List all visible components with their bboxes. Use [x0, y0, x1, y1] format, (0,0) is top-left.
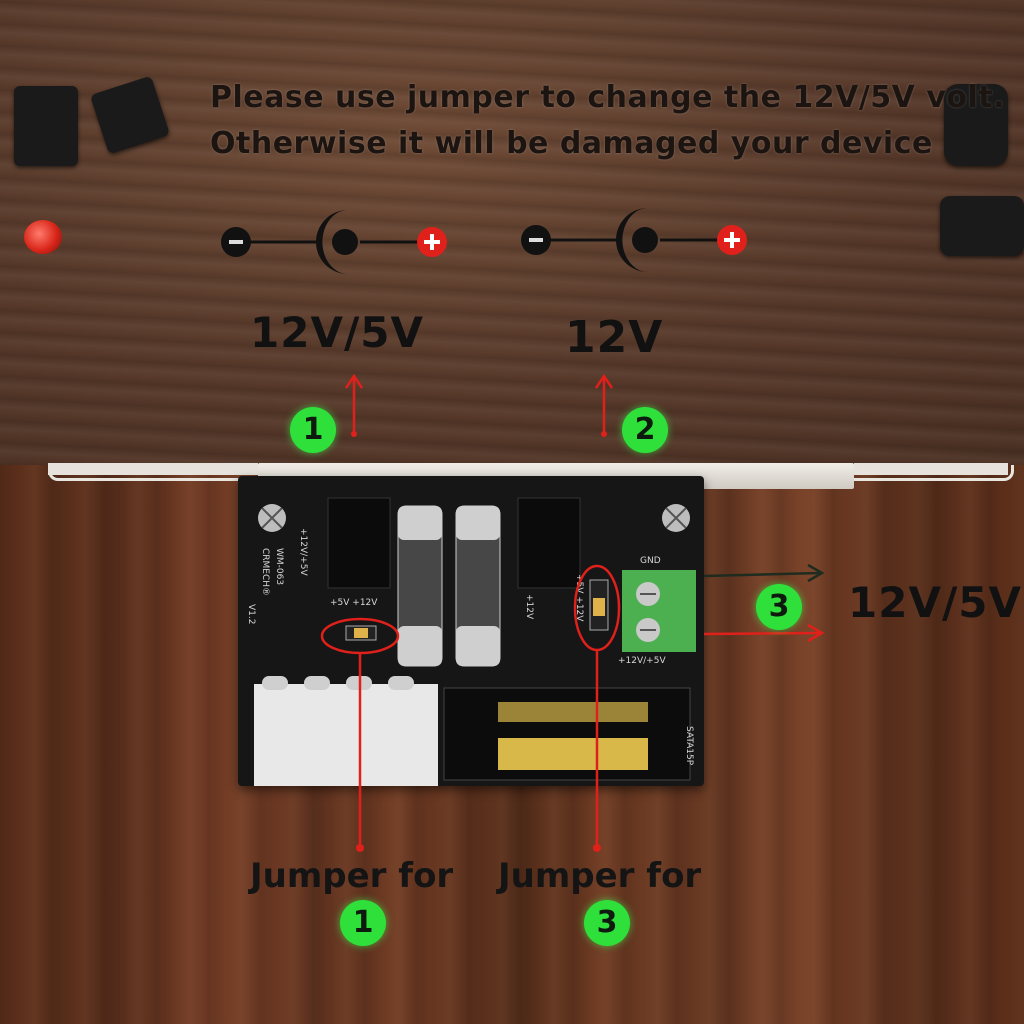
badge-1: 1	[290, 407, 336, 453]
warning-line-2: Otherwise it will be damaged your device	[210, 126, 933, 161]
dust-cap-icon	[14, 86, 78, 166]
badge-3: 3	[756, 584, 802, 630]
polarity-icon	[521, 208, 747, 272]
bracket-lip-right	[854, 463, 1008, 475]
badge-jumper-1: 1	[340, 900, 386, 946]
output-1-voltage-label: 12V/5V	[250, 308, 425, 357]
jumper1-options-label: +5V +12V	[330, 598, 378, 608]
bracket-lip-left	[48, 463, 258, 475]
dc-plug-icon	[940, 196, 1024, 256]
badge-jumper-3: 3	[584, 900, 630, 946]
jumper-3-callout: Jumper for	[498, 856, 702, 896]
jumper-1-callout: Jumper for	[250, 856, 454, 896]
bracket-plate	[0, 0, 1024, 465]
polarity-diagrams	[221, 208, 747, 274]
arrow-up-icon	[344, 373, 364, 437]
red-led-icon	[24, 220, 62, 254]
pcb-components	[254, 497, 696, 786]
terminal-output-label: +12V/+5V	[618, 656, 666, 666]
terminal-gnd-label: GND	[640, 556, 661, 566]
output-2-voltage-label: 12V	[565, 312, 664, 363]
dust-cap-icon	[944, 84, 1008, 166]
arrow-up-icon	[594, 373, 614, 437]
pcb-board: WM-063 CRMECH® V1.2 +12V/+5V +5V +12V +1…	[238, 476, 704, 786]
badge-2: 2	[622, 407, 668, 453]
warning-line-1: Please use jumper to change the 12V/5V v…	[210, 80, 1006, 115]
polarity-icon	[221, 210, 447, 274]
output-3-voltage-label: 12V/5V	[848, 578, 1023, 627]
